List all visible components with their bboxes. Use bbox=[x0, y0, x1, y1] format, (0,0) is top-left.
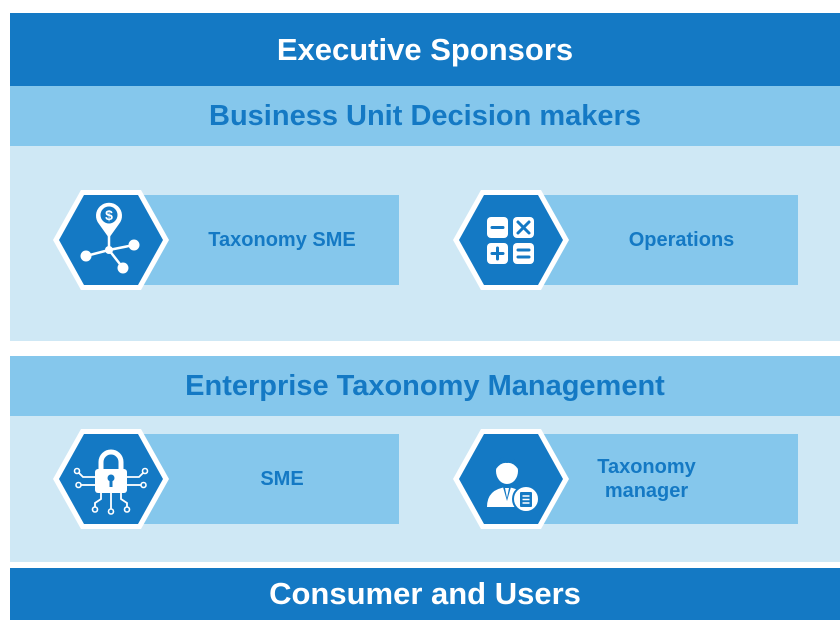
consumer-users-band: Consumer and Users bbox=[10, 568, 840, 620]
manager-document-icon bbox=[453, 429, 569, 529]
taxonomy-sme-label: Taxonomy SME bbox=[208, 229, 356, 251]
operations-label: Operations bbox=[628, 229, 735, 251]
sme-label: SME bbox=[260, 468, 304, 490]
executive-sponsors-title: Executive Sponsors bbox=[276, 31, 574, 67]
business-unit-title: Business Unit Decision makers bbox=[209, 99, 641, 132]
padlock-circuit-icon bbox=[53, 429, 169, 529]
enterprise-taxonomy-title: Enterprise Taxonomy Management bbox=[185, 369, 665, 402]
svg-text:$: $ bbox=[105, 207, 113, 223]
consumer-users-title: Consumer and Users bbox=[269, 576, 581, 611]
executive-sponsors-band: Executive Sponsors bbox=[10, 13, 840, 86]
taxonomy-manager-label: Taxonomy manager bbox=[597, 456, 696, 502]
calculator-icon bbox=[453, 190, 569, 290]
dollar-network-icon: $ bbox=[53, 190, 169, 290]
enterprise-taxonomy-band: Enterprise Taxonomy Management bbox=[10, 356, 840, 416]
business-unit-band: Business Unit Decision makers bbox=[10, 86, 840, 146]
